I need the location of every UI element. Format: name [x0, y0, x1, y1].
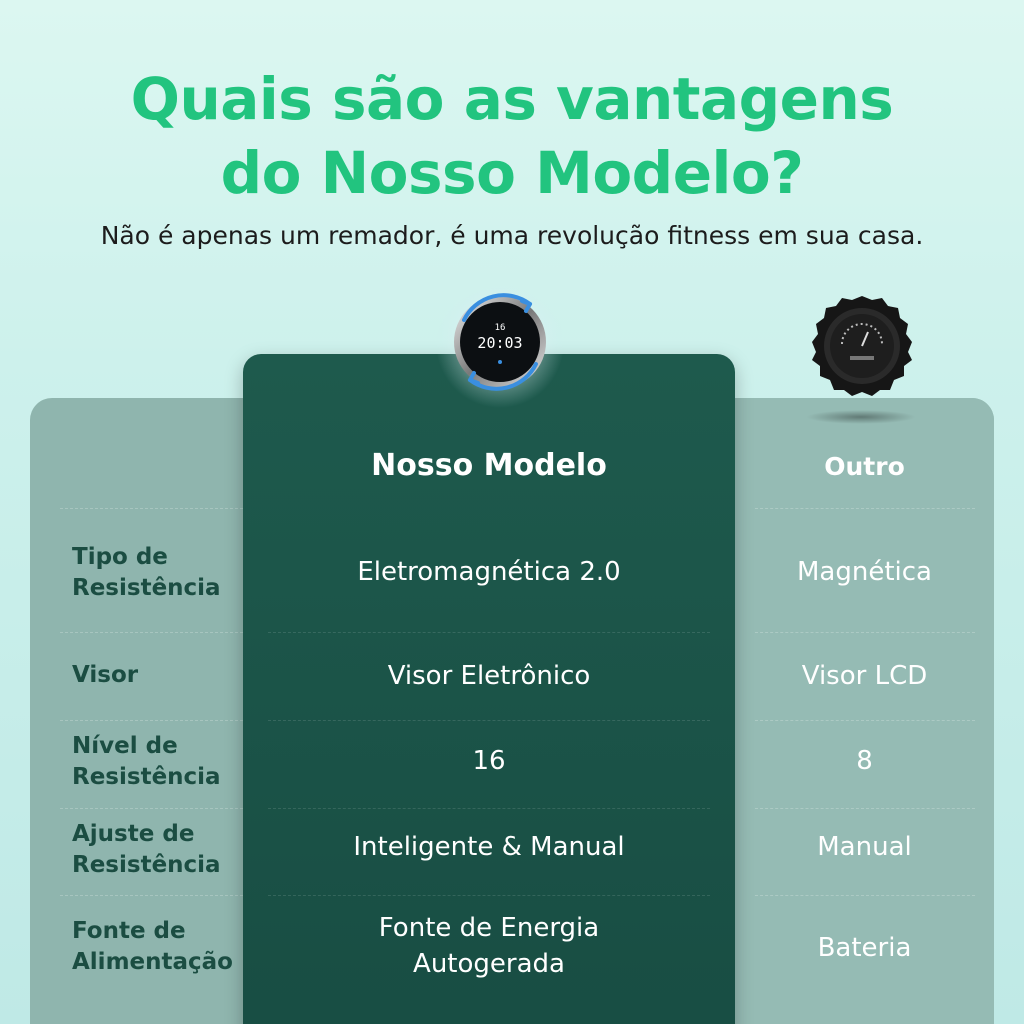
cell-main-resistance-level: 16: [472, 746, 506, 776]
knob-controller-icon: [812, 296, 912, 396]
monitor-level-text: 16: [495, 323, 506, 333]
headline-line-1: Quais são as vantagens: [130, 65, 894, 133]
cell-other-resistance-level: 8: [856, 746, 873, 776]
row-divider: [60, 895, 243, 896]
row-label-display: Visor: [72, 660, 242, 691]
column-header-main: Nosso Modelo: [371, 448, 607, 483]
smart-monitor-icon: 16 20:03: [436, 280, 564, 408]
row-label-line: Fonte de: [72, 918, 186, 944]
row-label-line: Alimentação: [72, 949, 233, 975]
row-label-line: Resistência: [72, 852, 221, 878]
row-divider: [268, 720, 710, 721]
row-label-line: Nível de: [72, 733, 178, 759]
row-label-line: Resistência: [72, 764, 221, 790]
cell-main-power-source: Fonte de Energia Autogerada: [243, 910, 735, 982]
headline-line-2: do Nosso Modelo?: [220, 139, 804, 207]
row-divider: [755, 508, 975, 509]
row-divider: [268, 895, 710, 896]
cell-other-resistance-type: Magnética: [797, 557, 932, 587]
cell-main-display: Visor Eletrônico: [387, 661, 591, 691]
row-divider: [60, 720, 243, 721]
row-label-line: Ajuste de: [72, 821, 195, 847]
cell-main-resistance-type: Eletromagnética 2.0: [357, 557, 621, 587]
row-divider: [268, 632, 710, 633]
row-divider: [60, 508, 243, 509]
cell-other-power-source: Bateria: [817, 933, 912, 963]
row-label-resistance-type: Tipo de Resistência: [72, 542, 242, 604]
row-divider: [268, 808, 710, 809]
row-label-resistance-level: Nível de Resistência: [72, 731, 242, 793]
main-column-panel: [243, 354, 735, 1024]
row-divider: [60, 632, 243, 633]
row-divider: [755, 895, 975, 896]
row-divider: [755, 808, 975, 809]
cell-other-display: Visor LCD: [801, 661, 928, 691]
cell-main-resistance-adjust: Inteligente & Manual: [353, 832, 625, 862]
row-divider: [755, 632, 975, 633]
cell-line: Fonte de Energia: [378, 913, 600, 943]
row-divider: [755, 720, 975, 721]
row-label-power-source: Fonte de Alimentação: [72, 916, 242, 978]
row-label-line: Visor: [72, 662, 139, 688]
row-label-line: Resistência: [72, 575, 221, 601]
row-label-resistance-adjust: Ajuste de Resistência: [72, 819, 242, 881]
monitor-time-text: 20:03: [477, 334, 522, 352]
controller-shadow: [806, 410, 916, 424]
cell-line: Autogerada: [413, 949, 565, 979]
headline: Quais são as vantagens do Nosso Modelo?: [0, 62, 1024, 210]
column-header-other: Outro: [824, 452, 905, 481]
subtitle: Não é apenas um remador, é uma revolução…: [100, 221, 924, 250]
row-label-line: Tipo de: [72, 544, 168, 570]
row-divider: [60, 808, 243, 809]
cell-other-resistance-adjust: Manual: [817, 832, 912, 862]
other-column-panel: [735, 398, 994, 1024]
